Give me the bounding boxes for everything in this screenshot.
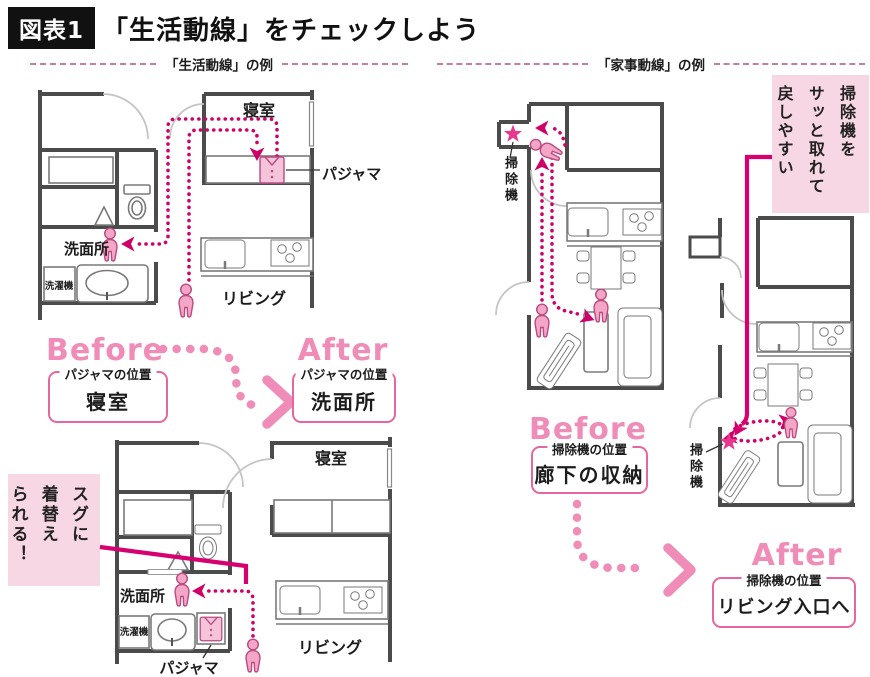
kitchen-sink-icon (757, 321, 801, 354)
person-icon (178, 283, 194, 318)
person-icon (783, 406, 799, 439)
dash-line (437, 63, 588, 65)
item-label-vacuum: 掃除機 (502, 156, 517, 204)
item-label-vacuum: 掃除機 (687, 443, 702, 491)
box-label: 掃除機の位置 (741, 570, 827, 589)
before-box-vacuum: 掃除機の位置 廊下の収納 (531, 439, 648, 494)
section-title-life: 「生活動線」の例 (165, 58, 273, 74)
callout-pointer-line (740, 154, 772, 426)
item-label-washer: 洗濯機 (119, 627, 149, 638)
sofa-icon (617, 307, 663, 387)
box-value: 廊下の収納 (534, 463, 645, 487)
before-box-pajama: パジャマの位置 寝室 (48, 364, 168, 423)
dash-line (714, 63, 865, 65)
plan-life-after (99, 437, 394, 673)
chevron-right-icon (262, 375, 296, 429)
kitchen-sink-icon (203, 238, 247, 271)
after-word: After (751, 538, 843, 573)
chevron-right-icon (663, 543, 696, 597)
chore-before-after-arrow (572, 499, 696, 597)
toilet-icon (123, 184, 151, 220)
pajama-icon (199, 616, 223, 642)
box-label: パジャマの位置 (59, 364, 157, 383)
route-to-vacuum (549, 126, 567, 147)
plan-chore-after (688, 154, 855, 507)
plan-life-before (38, 90, 320, 320)
person-icon (174, 572, 190, 607)
section-header-life: 「生活動線」の例 (30, 56, 408, 74)
item-label-pajama: パジャマ (159, 659, 219, 677)
room-label-bedroom: 寝室 (242, 101, 276, 120)
room-label-living: リビング (297, 638, 363, 657)
box-label: パジャマの位置 (295, 364, 393, 383)
person-icon (245, 638, 261, 673)
dining-table-icon (753, 363, 813, 407)
item-label-washer: 洗濯機 (44, 281, 74, 292)
dash-line (30, 63, 156, 65)
room-label-washroom: 洗面所 (120, 587, 166, 605)
person-icon (534, 303, 550, 338)
room-label-bedroom: 寝室 (314, 449, 348, 468)
kitchen-sink-icon (278, 584, 322, 617)
section-title-chore: 「家事動線」の例 (597, 58, 705, 74)
rug-icon (535, 331, 583, 391)
room-label-washroom: 洗面所 (64, 240, 110, 258)
dining-table-icon (576, 246, 636, 290)
stove-icon (270, 239, 310, 267)
stove-icon (812, 322, 852, 350)
room-label-living: リビング (221, 289, 287, 308)
route-to-pajama (187, 128, 259, 282)
box-value: リビング入口へ (717, 597, 851, 618)
callout-pointer-line (99, 544, 249, 584)
after-box-pajama: パジャマの位置 洗面所 (292, 364, 396, 423)
after-box-vacuum: 掃除機の位置 リビング入口へ (712, 570, 856, 628)
route-return (550, 156, 580, 316)
stove-icon (343, 586, 383, 614)
item-label-pajama: パジャマ (322, 165, 382, 183)
after-word: After (297, 333, 389, 368)
plan-chore-before (495, 102, 664, 391)
box-label: 掃除機の位置 (546, 439, 633, 458)
dash-line (282, 63, 408, 65)
person-icon (527, 135, 565, 164)
vacuum-star-icon (504, 124, 522, 142)
box-value: 洗面所 (311, 390, 377, 414)
before-word: Before (45, 333, 165, 368)
stove-icon (622, 208, 662, 236)
pajama-icon (259, 156, 285, 184)
page-title: 「生活動線」をチェックしよう (102, 16, 481, 46)
toilet-icon (194, 524, 222, 560)
rug-icon (716, 448, 762, 506)
section-header-chore: 「家事動線」の例 (437, 56, 865, 74)
figure-badge: 図表1 (8, 7, 96, 49)
sofa-icon (807, 424, 853, 504)
life-before-after-arrow (158, 344, 296, 429)
callout-vacuum-easy: 掃除機を サッと取れて 戻しやすい (772, 75, 869, 213)
route-to-washroom (134, 117, 279, 246)
callout-change-quickly: スグに 着替え られる！ (8, 474, 100, 586)
kitchen-sink-icon (566, 206, 610, 239)
box-value: 寝室 (86, 390, 130, 414)
